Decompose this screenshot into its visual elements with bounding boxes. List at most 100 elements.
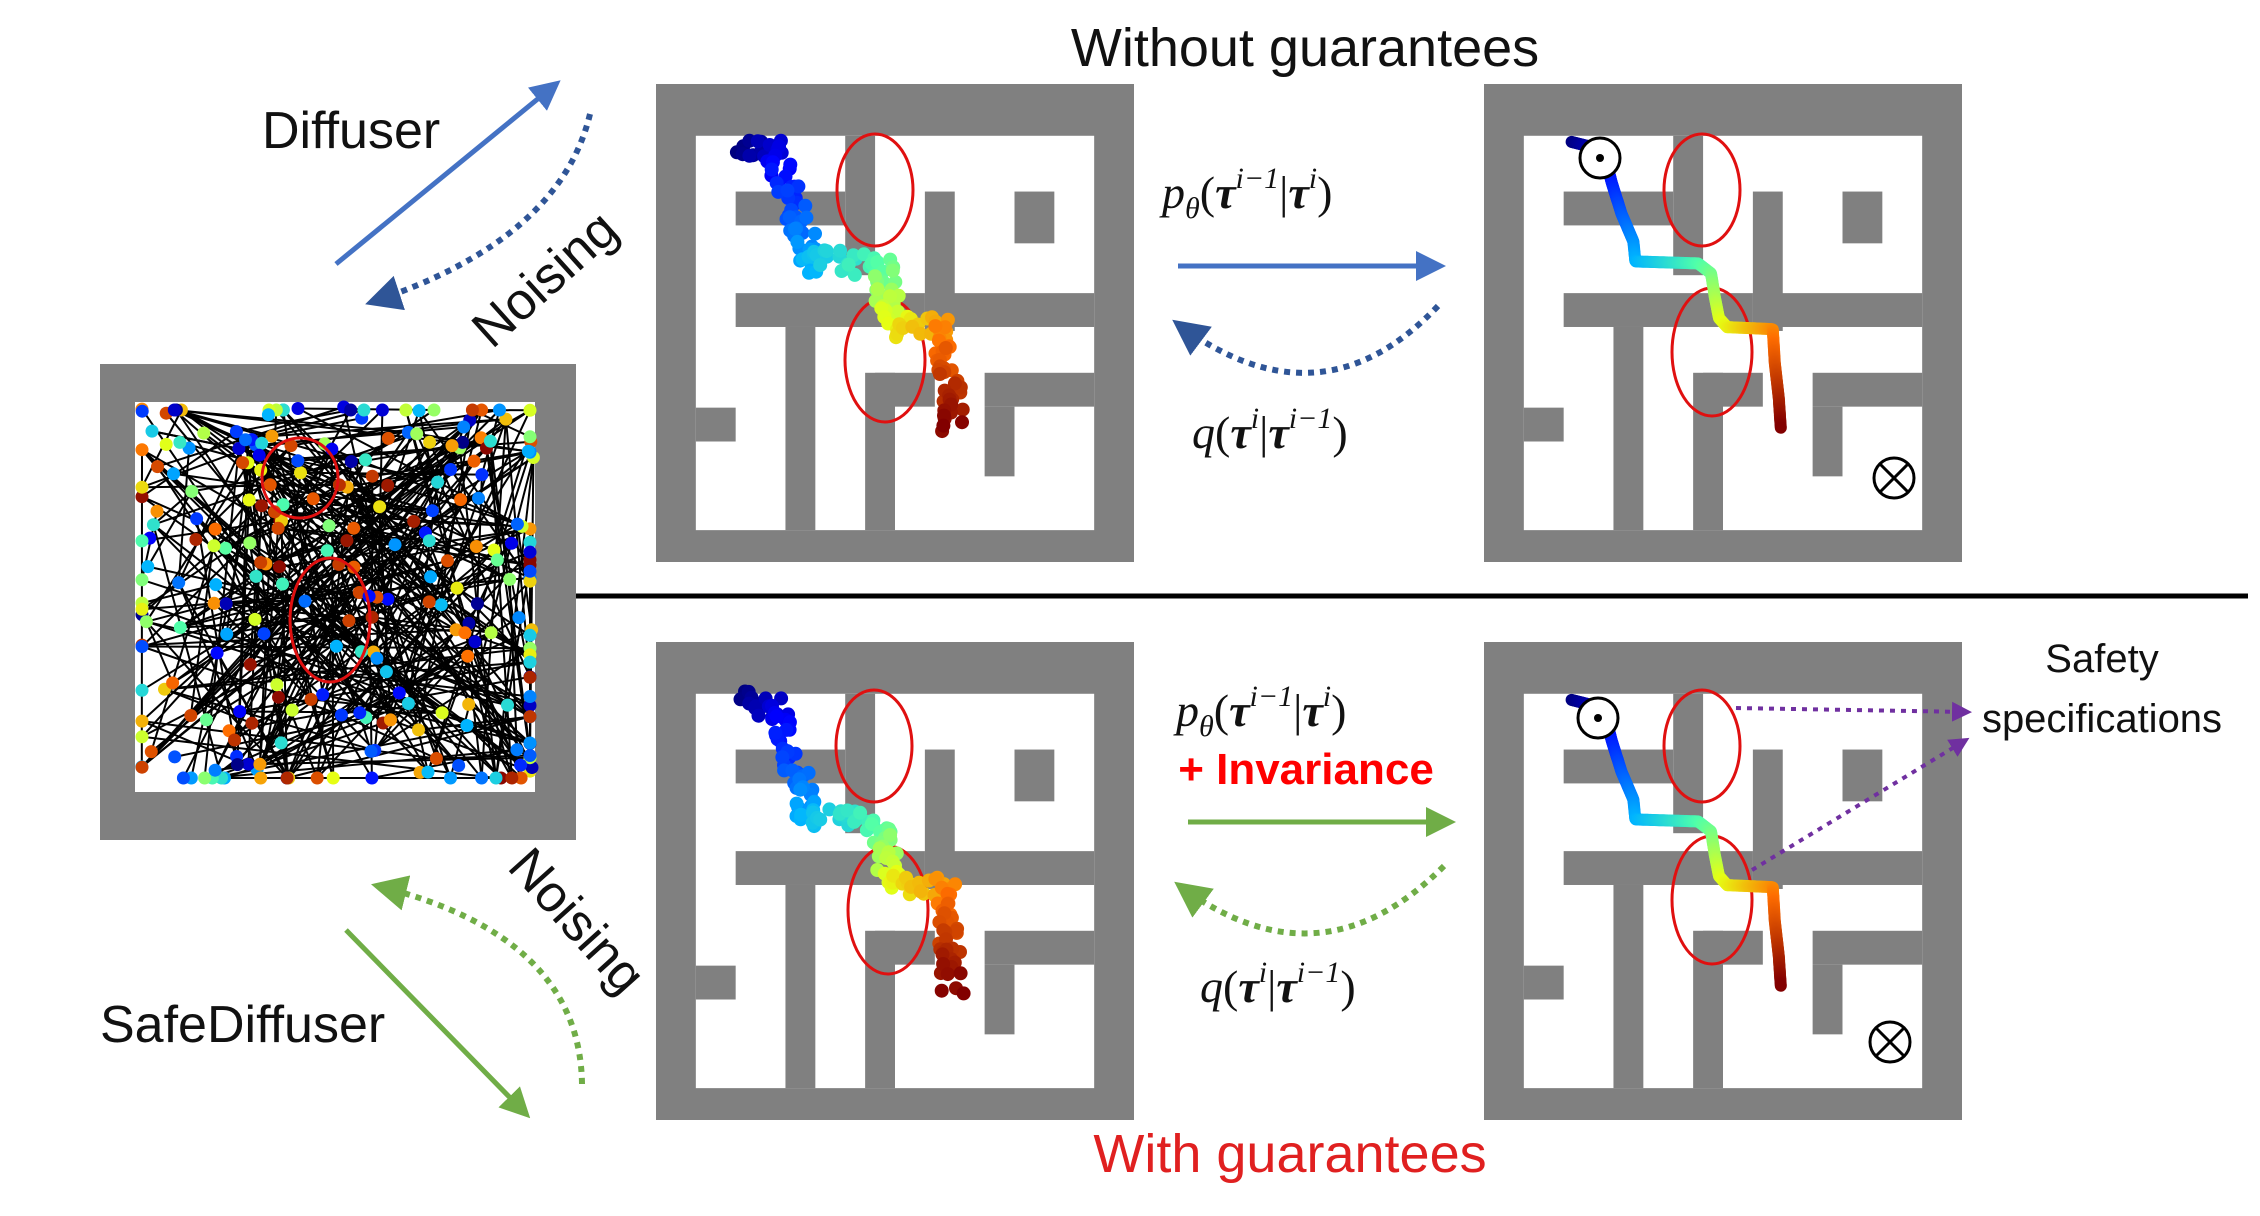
noise-line [189, 528, 217, 716]
noise-line [141, 504, 263, 616]
safediffuser-label: SafeDiffuser [100, 996, 385, 1054]
noise-dot [254, 771, 268, 785]
noise-dot [523, 736, 537, 750]
svg-text:pθ(τi−1|τi): pθ(τi−1|τi) [1173, 680, 1346, 743]
noise-dot [185, 484, 199, 498]
noise-line [250, 439, 420, 731]
trajectory-point [847, 267, 862, 282]
trajectory-point [953, 966, 968, 981]
noise-dot [284, 439, 298, 453]
noise-dot [421, 765, 435, 779]
noise-line [152, 523, 420, 731]
noise-dot [135, 683, 149, 697]
noise-dot [392, 686, 406, 700]
noise-dot [458, 626, 472, 640]
trajectory-point [956, 986, 971, 1001]
noise-dot [461, 649, 475, 663]
bottom-title: With guarantees [1093, 1124, 1486, 1184]
noise-dot [444, 771, 457, 785]
noise-dot [493, 403, 506, 417]
noise-dot [135, 640, 149, 653]
noise-dot [207, 596, 221, 610]
noise-line [278, 448, 333, 568]
noise-dot [146, 518, 160, 532]
noise-dot [499, 412, 513, 426]
noise-dot [445, 439, 459, 453]
noise-dot [514, 771, 528, 785]
noise-line [259, 498, 315, 779]
noise-dot [465, 403, 479, 417]
noise-line [177, 448, 191, 583]
noise-dot [429, 752, 443, 765]
noise-dot [229, 425, 243, 439]
noise-line [242, 461, 511, 581]
noise-dot [450, 581, 464, 595]
trajectory-point [1774, 979, 1787, 992]
noise-dot [135, 404, 149, 418]
noise-dot [487, 543, 501, 557]
trajectory-point [937, 408, 951, 423]
maze-safediffuser-clean [1484, 642, 1962, 1120]
noise-dot [304, 692, 318, 706]
trajectory-point [883, 289, 897, 304]
reverse-process-label-top: pθ(τi−1|τi) [1159, 162, 1332, 225]
trajectory-point [779, 722, 794, 737]
noise-dot [326, 771, 340, 785]
noise-dot [365, 469, 379, 483]
noise-dot [456, 435, 470, 449]
noise-line [261, 504, 531, 567]
noise-dot [242, 493, 256, 507]
noise-dot [198, 771, 212, 785]
noise-dot [460, 719, 474, 732]
noise-dot [514, 758, 528, 772]
noise-dot [512, 611, 526, 625]
noise-dot [261, 408, 275, 422]
noise-dot [159, 437, 173, 451]
noise-dot [467, 454, 481, 468]
noise-dot [523, 670, 537, 684]
noise-dot [233, 705, 247, 718]
noise-dot [329, 639, 343, 653]
trajectory-point [750, 134, 765, 149]
trajectory-point [928, 319, 943, 334]
forward-process-arrow-bottom [1174, 863, 1447, 937]
trajectory-point [932, 367, 947, 381]
noise-dot [475, 468, 489, 482]
noise-line [173, 409, 495, 551]
trajectory-point [867, 269, 882, 284]
noise-dot [422, 595, 436, 609]
noise-dot [501, 698, 514, 712]
trajectory-point [769, 709, 784, 724]
safediffuser-noising-arrow [371, 875, 585, 1085]
noise-line [370, 647, 531, 753]
noise-dot [510, 517, 524, 531]
diffuser-noising-arrow [365, 113, 593, 311]
noise-line [152, 524, 223, 779]
trajectory-point [798, 198, 813, 213]
noise-dot [272, 560, 286, 574]
noise-dot [230, 758, 244, 772]
noise-dot [310, 771, 324, 785]
noise-dot [220, 627, 234, 641]
noise-dot [410, 427, 424, 441]
noise-dot [245, 716, 259, 730]
noise-dot [373, 500, 387, 514]
reverse-process-label-bottom: pθ(τi−1|τi) [1173, 680, 1346, 743]
noise-dot [248, 612, 262, 626]
noise-dot [145, 424, 159, 438]
noise-dot [135, 760, 149, 774]
noise-line [245, 438, 518, 526]
noise-dot [208, 763, 222, 777]
noise-dot [523, 545, 537, 559]
noise-line [378, 506, 392, 720]
noise-line [255, 444, 458, 589]
noise-dot [135, 730, 149, 744]
noise-sample-dots [135, 400, 540, 785]
noise-dot [523, 690, 537, 703]
noise-dot [241, 757, 255, 771]
noise-dot [243, 536, 257, 550]
noise-dot [210, 646, 224, 660]
noise-dot [139, 615, 153, 629]
noise-dot [190, 512, 204, 526]
trajectory-point [742, 148, 757, 163]
